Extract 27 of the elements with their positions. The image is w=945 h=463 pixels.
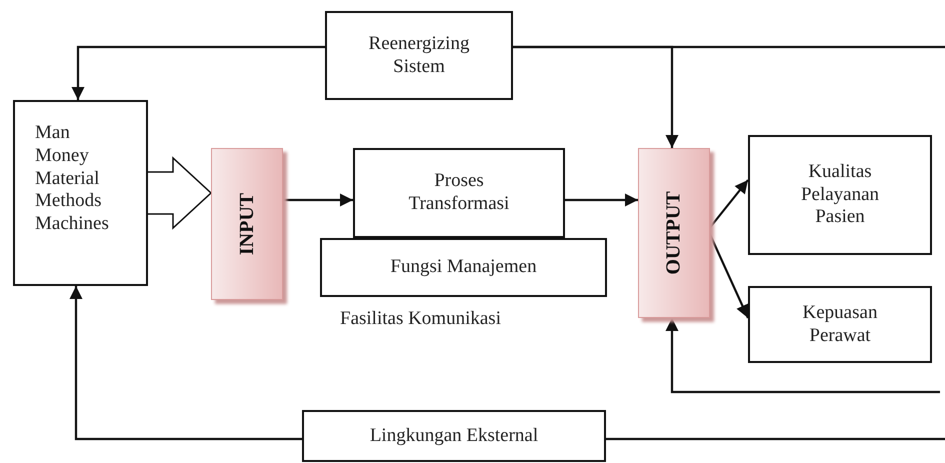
block-arrow [147,156,212,230]
bar-label: INPUT [235,192,259,256]
bar-label: OUTPUT [662,191,686,275]
process-box [320,238,607,297]
box-label: Fungsi Manajemen [390,256,537,279]
process-box [748,286,932,363]
box-label: Man Money Material Methods Machines [35,122,109,236]
arrow [71,46,325,100]
box-label: Kepuasan Perawat [802,302,878,348]
process-box [353,148,565,238]
connector-line [513,46,945,48]
arrow [565,193,638,207]
process-box [13,100,148,286]
box-label: Lingkungan Eksternal [370,424,538,448]
connector-line [606,438,945,440]
arrow [283,193,353,207]
process-bar [638,148,710,318]
arrow [69,286,302,440]
process-box [302,410,606,462]
process-box [325,11,513,100]
text-label: Fasilitas Komunikasi [340,308,501,330]
box-label: Kualitas Pelayanan Pasien [800,160,880,230]
box-label: Proses Transformasi [408,170,510,216]
arrow [665,318,940,394]
process-bar [211,148,283,300]
box-label: Reenergizing Sistem [368,32,470,78]
process-box [748,135,932,255]
